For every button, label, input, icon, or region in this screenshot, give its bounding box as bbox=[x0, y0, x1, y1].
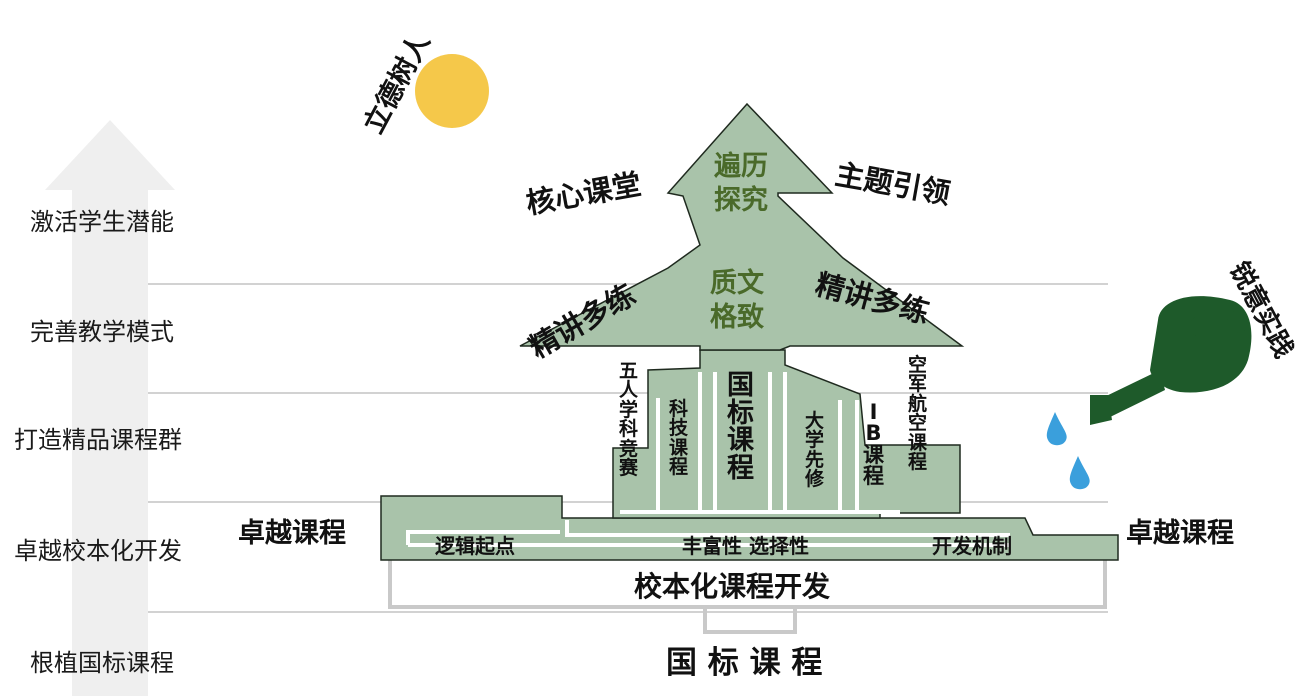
course-guobiao-label: 国标课程 bbox=[727, 370, 754, 484]
trunk-separators bbox=[620, 372, 900, 514]
foundation-label: 校本化课程开发 bbox=[634, 570, 831, 603]
level-label-4: 卓越校本化开发 bbox=[14, 537, 182, 565]
course-wuren-label: 五人学科竞赛 bbox=[619, 360, 639, 479]
base-row-item-2: 丰富性 选择性 bbox=[682, 534, 809, 558]
level-label-1: 激活学生潜能 bbox=[30, 208, 174, 236]
level-label-2: 完善教学模式 bbox=[30, 318, 174, 346]
level-label-5: 根植国标课程 bbox=[30, 649, 174, 677]
growth-arrow bbox=[45, 120, 175, 696]
crown-top-center-label: 遍历 探究 bbox=[714, 151, 768, 216]
base-row-item-3: 开发机制 bbox=[932, 534, 1012, 558]
tree-crown bbox=[519, 102, 965, 351]
base-right-label: 卓越课程 bbox=[1126, 518, 1234, 549]
root-stub bbox=[703, 607, 797, 634]
watering-can-icon bbox=[1090, 296, 1252, 425]
base-left-label: 卓越课程 bbox=[238, 518, 346, 549]
base-inner-lines bbox=[406, 520, 1010, 547]
crown-mid-center-label: 质文 格致 bbox=[710, 268, 764, 333]
course-daxue-label: 大学先修 bbox=[805, 410, 825, 491]
water-drop-icon bbox=[1069, 456, 1090, 490]
base-row-item-1: 逻辑起点 bbox=[435, 534, 515, 558]
sun-icon bbox=[415, 54, 489, 128]
course-keji-label: 科技课程 bbox=[669, 398, 689, 479]
level-label-3: 打造精品课程群 bbox=[14, 426, 182, 454]
foundation-bracket bbox=[388, 560, 1107, 609]
course-kongjun-label: 空军航空课程 bbox=[908, 354, 928, 473]
water-drop-icon bbox=[1046, 412, 1067, 446]
root-label: 国 标 课 程 bbox=[666, 645, 823, 681]
